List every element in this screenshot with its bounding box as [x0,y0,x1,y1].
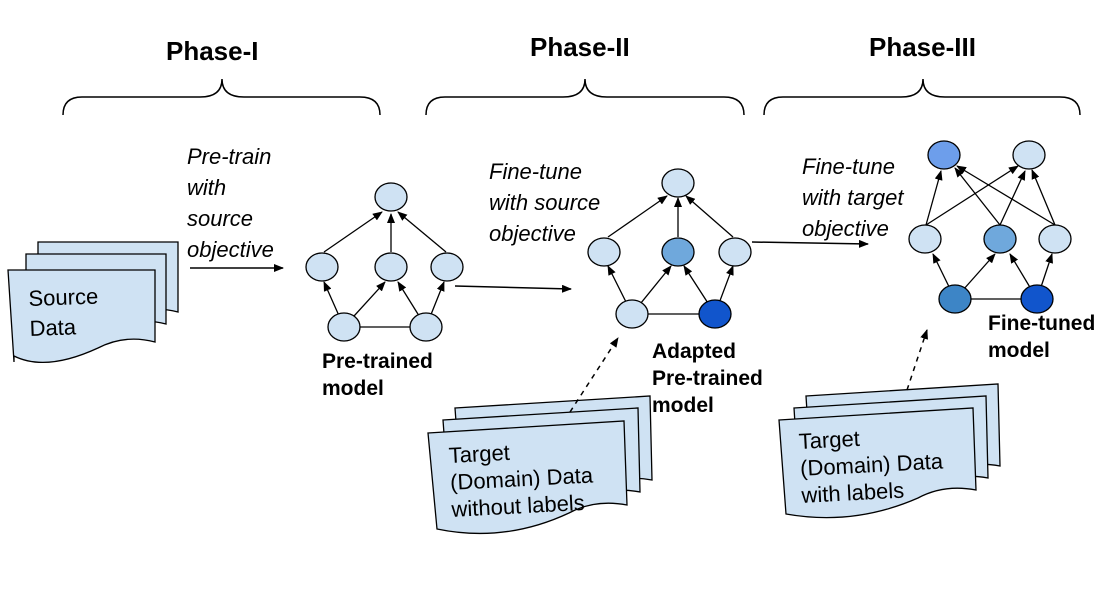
adapted-model-label: Adapted Pre-trained model [652,338,763,419]
adapted-bottom-left-node [615,299,649,329]
finetuned-mid-left-node [908,224,942,254]
finetune-target-step-line: with target [802,185,904,210]
adapted-bottom-right-node [698,299,732,329]
phase2-to-phase3-arrow [751,239,869,248]
pretrained-model-label-line: Pre-trained [322,350,433,373]
adapted-top-node [661,168,695,198]
finetuned-model-label-line: model [988,339,1050,362]
pretrain-step-line: with [187,175,227,200]
pretrained-mid-right-node [430,252,464,282]
source-data-text-line: Data [29,314,77,341]
phase1-brace [62,78,381,116]
pretrain-step-label: Pre-train with source objective [187,141,274,265]
pretrain-step-line: objective [187,237,274,262]
target-labeled-document-stack [778,383,1001,519]
finetune-target-step-line: Fine-tune [802,154,895,179]
adapted-model-label-line: Adapted [652,340,736,363]
adapted-mid-right-node [718,237,752,267]
phase3-title: Phase-III [869,32,976,62]
finetune-source-step-line: objective [489,221,576,246]
target-unlabeled-text: Target (Domain) Data without labels [448,435,595,523]
pretrained-mid-left-node [305,252,339,282]
pretrained-top-node [374,182,408,212]
finetuned-bottom-right-node [1020,284,1054,314]
finetuned-model-label: Fine-tuned model [988,310,1095,364]
source-data-text: Source Data [28,282,100,344]
finetuned-model-label-line: Fine-tuned [988,312,1096,335]
finetune-source-step-label: Fine-tune with source objective [489,156,600,249]
finetuned-mid-center-node [983,224,1017,254]
target-labeled-text: Target (Domain) Data with labels [798,421,945,509]
phase3-brace [763,78,1081,116]
pretrain-step-line: Pre-train [187,144,272,169]
adapted-mid-center-node [661,237,695,267]
source-data-document-stack [7,241,179,364]
finetuned-top-left-node [927,140,961,170]
finetune-target-step-line: objective [802,216,889,241]
pretrained-mid-center-node [374,252,408,282]
source-data-text-line: Source [28,283,99,311]
unlabeled-data-dashed-arrow [569,337,619,413]
finetune-source-step-line: with source [489,190,601,215]
target-unlabeled-document-stack [427,395,653,535]
phase2-brace [425,78,745,116]
pretrain-step-line: source [187,206,254,231]
phase2-title: Phase-II [530,32,630,62]
finetuned-top-right-node [1012,140,1046,170]
adapted-model-label-line: model [652,394,714,417]
finetune-source-step-line: Fine-tune [489,159,582,184]
pretrained-model-label-line: model [322,377,384,400]
pretrained-bottom-right-node [409,312,443,342]
phase1-title: Phase-I [166,36,259,66]
labeled-data-dashed-arrow [906,329,928,391]
finetuned-bottom-left-node [938,284,972,314]
pretrained-model-label: Pre-trained model [322,348,433,402]
phase1-to-phase2-arrow [454,284,572,293]
adapted-mid-left-node [587,237,621,267]
finetune-target-step-label: Fine-tune with target objective [802,151,904,244]
adapted-model-label-line: Pre-trained [652,367,763,390]
finetuned-mid-right-node [1038,224,1072,254]
pretrained-bottom-left-node [327,312,361,342]
